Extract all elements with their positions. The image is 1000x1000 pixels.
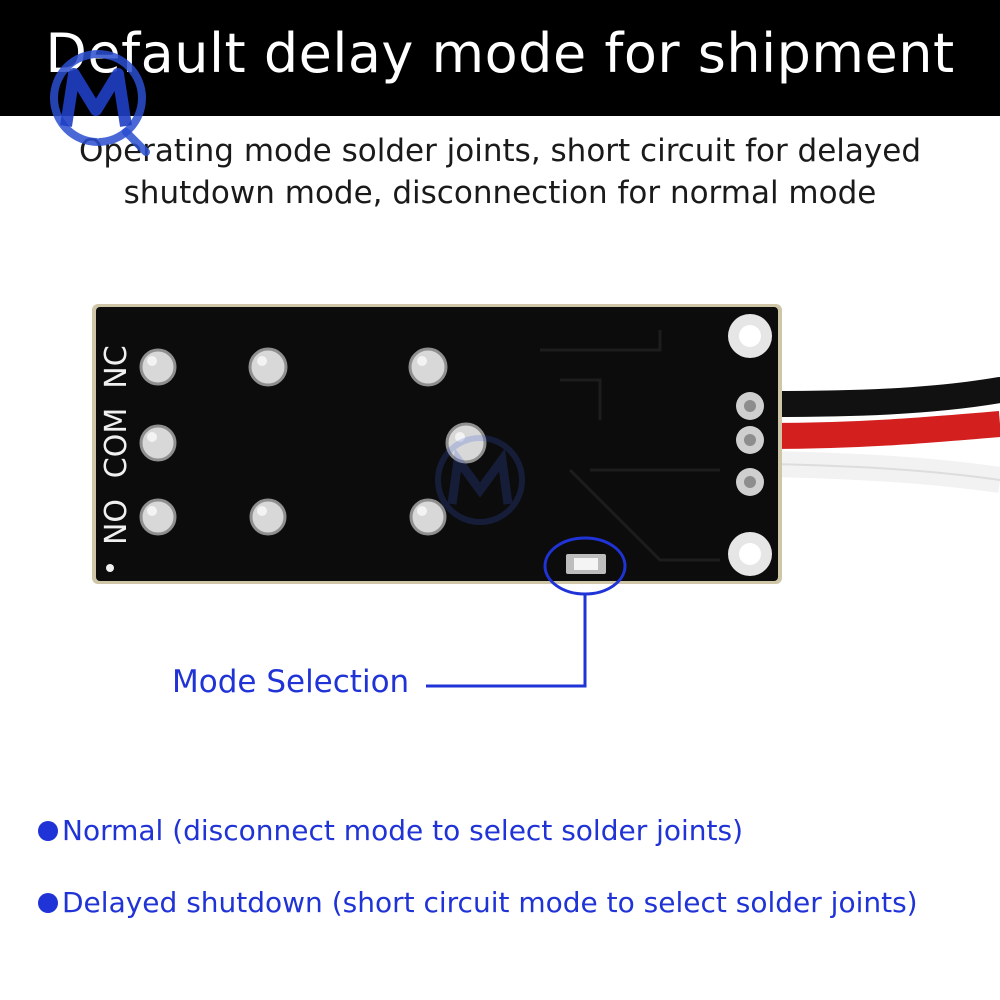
bullet-dot-icon — [38, 820, 58, 841]
bullet-delayed-shutdown: Delayed shutdown (short circuit mode to … — [38, 886, 918, 919]
pcb-board — [96, 307, 778, 581]
title-banner: Default delay mode for shipment — [0, 0, 1000, 116]
mq-logo-icon — [50, 50, 150, 156]
subtitle: Operating mode solder joints, short circ… — [60, 130, 940, 214]
subtitle-line-2: shutdown mode, disconnection for normal … — [123, 175, 877, 211]
pcb-traces — [540, 330, 720, 562]
bullet-dot-icon — [38, 892, 58, 913]
watermark-logo — [435, 435, 525, 525]
wire-bundle — [757, 377, 1000, 493]
mode-selection-label: Mode Selection — [172, 664, 410, 700]
page-title: Default delay mode for shipment — [45, 22, 955, 85]
solder-pads — [139, 347, 487, 536]
bullet-delayed-text: Delayed shutdown (short circuit mode to … — [62, 886, 918, 919]
bullet-normal-text: Normal (disconnect mode to select solder… — [62, 814, 744, 847]
subtitle-line-1: Operating mode solder joints, short circ… — [78, 133, 922, 169]
label-nc: NC — [99, 345, 134, 388]
connector-pads — [728, 314, 772, 576]
bullet-normal: Normal (disconnect mode to select solder… — [38, 814, 743, 847]
label-no: NO — [99, 499, 134, 545]
relay-board-image: NC COM NO — [92, 304, 1000, 584]
mode-selection-pad — [566, 554, 606, 574]
label-com: COM — [99, 408, 134, 478]
